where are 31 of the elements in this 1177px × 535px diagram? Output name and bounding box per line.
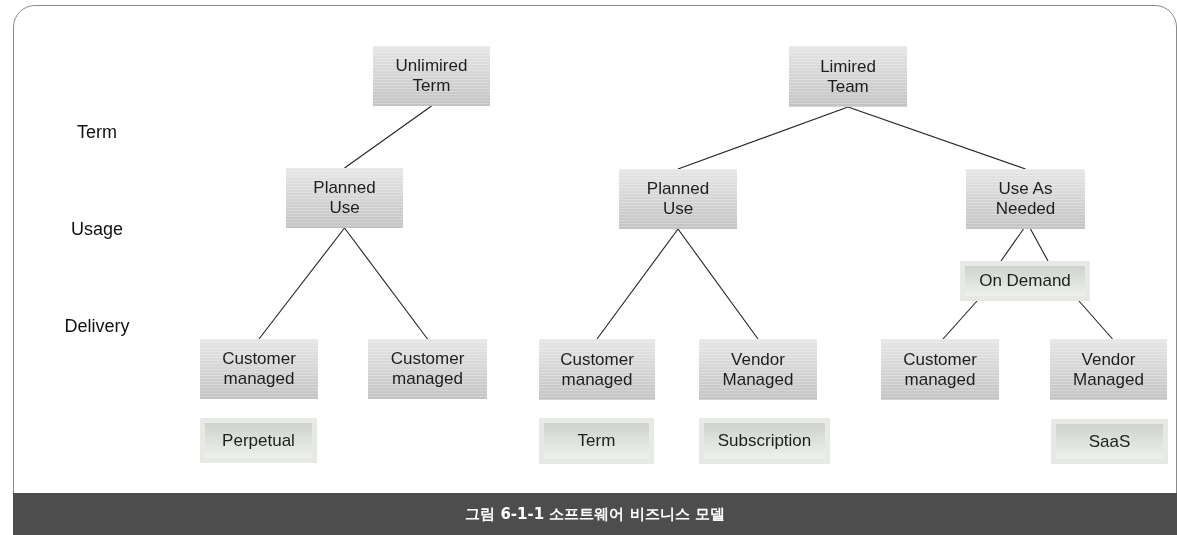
connector-line [677,106,849,170]
category-box: Customer managed [368,339,487,399]
level-label: Term [77,122,117,143]
connector-line [1029,228,1049,262]
model-box: On Demand [960,261,1090,301]
category-box: Customer managed [881,339,999,400]
model-box: Subscription [699,418,830,464]
category-box: Planned Use [286,168,403,228]
connector-line [343,227,429,340]
connector-line [343,105,433,169]
model-box: Term [539,418,654,464]
category-box: Customer managed [200,339,318,399]
connector-line [596,228,679,340]
model-box: Perpetual [200,418,317,463]
level-label: Delivery [64,316,130,337]
category-box: Vendor Managed [699,339,817,400]
connector-line [942,300,978,340]
category-box: Planned Use [619,169,737,229]
level-label: Usage [71,219,123,240]
connector-line [258,227,346,340]
category-box: Use As Needed [966,169,1085,229]
connector-line [1000,228,1025,262]
category-box: Unlimired Term [373,46,490,106]
connector-line [847,106,1027,170]
category-box: Vendor Managed [1050,339,1167,400]
model-box: SaaS [1051,419,1168,464]
category-box: Limired Team [789,46,907,107]
connector-line [677,228,759,340]
caption-bar: 그림 6-1-1 소프트웨어 비즈니스 모델 [13,493,1177,535]
connector-line [1078,300,1114,340]
category-box: Customer managed [539,339,655,400]
